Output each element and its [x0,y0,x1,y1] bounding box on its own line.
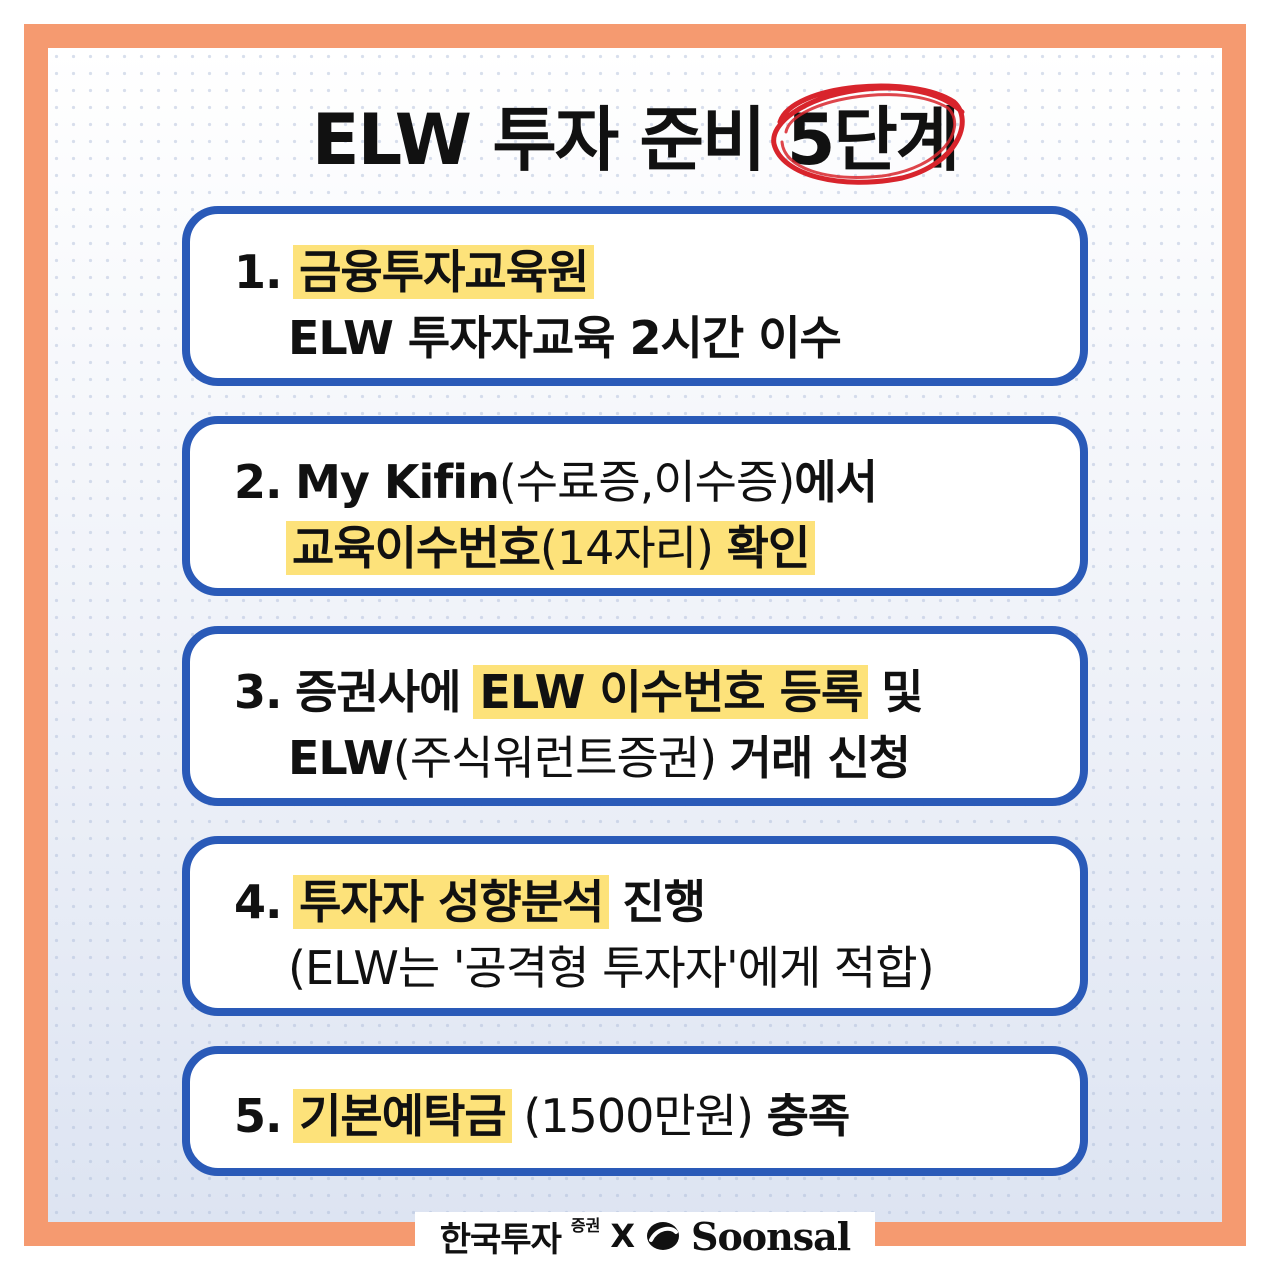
step-number: 3. [234,665,282,719]
brand-separator: X [610,1217,636,1255]
step-2-line1: 2. My Kifin(수료증,이수증)에서 [234,452,878,512]
step-2-text-b: (수료증,이수증) [498,455,795,509]
step-card-4: 4. 투자자 성향분석 진행 (ELW는 '공격형 투자자'에게 적합) [182,836,1088,1016]
brand-korea-investment: 한국투자 [439,1219,562,1260]
step-5-text-c: 충족 [766,1089,851,1143]
step-2-highlight-light: (14자리) [539,521,727,575]
page-title: ELW 투자 준비 5단계 [0,84,1270,185]
title-prefix: ELW 투자 준비 [311,99,787,181]
step-3-text-a: 증권사에 [295,665,476,719]
step-3-line2: ELW(주식워런트증권) 거래 신청 [288,728,911,788]
step-4-text-c: 진행 [607,875,706,929]
red-circle-icon [771,83,965,185]
step-3-text-c: 및 [866,665,923,719]
step-1-detail: ELW 투자자교육 2시간 이수 [288,311,842,365]
brand-soonsal: Soonsal [691,1213,851,1259]
footer-brands: 한국투자 증권 X Soonsal [415,1212,875,1260]
step-3-line1: 3. 증권사에 ELW 이수번호 등록 및 [234,662,924,722]
step-2-line2: 교육이수번호(14자리) 확인 [286,518,816,578]
step-number: 1. [234,245,282,299]
step-4-highlight: 투자자 성향분석 [293,875,610,929]
step-number: 5. [234,1089,282,1143]
soonsal-logo-icon [647,1222,680,1250]
step-card-1: 1. 금융투자교육원 ELW 투자자교육 2시간 이수 [182,206,1088,386]
step-card-5: 5. 기본예탁금 (1500만원) 충족 [182,1046,1088,1176]
step-4-line1: 4. 투자자 성향분석 진행 [234,872,706,932]
step-5-highlight: 기본예탁금 [293,1089,512,1143]
step-2-text-c: 에서 [794,455,878,509]
step-5-line1: 5. 기본예탁금 (1500만원) 충족 [234,1086,851,1146]
step-3-text-c2: 거래 신청 [729,731,911,785]
step-3-highlight: ELW 이수번호 등록 [473,665,869,719]
step-4-note: (ELW는 '공격형 투자자'에게 적합) [288,941,935,995]
step-1-highlight: 금융투자교육원 [293,245,595,299]
step-card-2: 2. My Kifin(수료증,이수증)에서 교육이수번호(14자리) 확인 [182,416,1088,596]
step-number: 4. [234,875,282,929]
step-2-highlight-bold: 교육이수번호 [292,521,541,575]
step-2-highlight-bold2: 확인 [726,521,811,575]
step-3-text-b2: (주식워런트증권) [392,731,730,785]
step-card-3: 3. 증권사에 ELW 이수번호 등록 및 ELW(주식워런트증권) 거래 신청 [182,626,1088,806]
brand-korea-investment-sub: 증권 [570,1216,601,1235]
step-3-text-a2: ELW [288,731,394,785]
step-5-text-b: (1500만원) [509,1089,767,1143]
step-1-line1: 1. 금융투자교육원 [234,242,595,302]
step-number: 2. [234,455,282,509]
step-4-line2: (ELW는 '공격형 투자자'에게 적합) [288,938,935,998]
step-2-text-a: My Kifin [295,455,500,509]
step-1-line2: ELW 투자자교육 2시간 이수 [288,308,842,368]
